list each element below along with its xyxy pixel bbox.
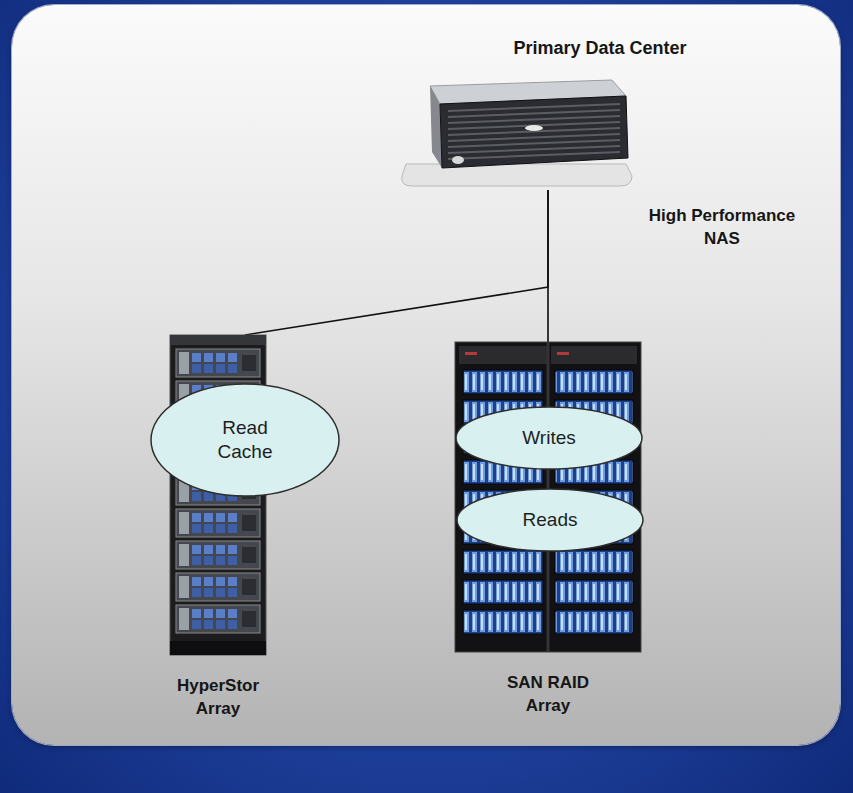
rack-plinth: [170, 641, 266, 655]
ellipse-label: Reads: [523, 508, 578, 532]
nas-side: [430, 86, 442, 168]
connector-layer: [12, 5, 840, 745]
nas-front: [440, 96, 628, 168]
rack-cap: [170, 335, 266, 345]
array-label: SAN RAID Array: [498, 672, 598, 718]
san-status-led: [557, 352, 569, 355]
nas-shelf: [402, 164, 632, 186]
san-top-band: [551, 346, 637, 364]
nas-grille: [448, 104, 620, 159]
nas-badge: [452, 156, 464, 164]
array-label: HyperStor Array: [168, 675, 268, 721]
panel-heading: Primary Data Center: [450, 36, 750, 60]
ellipse-shape: [456, 407, 642, 469]
ellipse-label: Read Cache: [205, 416, 285, 464]
san-raid-array: SAN RAID ArrayWritesReads: [455, 342, 641, 652]
data-center-panel: Primary Data Center High Performance NAS: [12, 5, 840, 745]
san-status-led: [465, 352, 477, 355]
ellipse-shape: [457, 489, 643, 551]
cache-ellipse: Read Cache: [150, 383, 340, 497]
io-ellipse: Writes: [455, 406, 643, 470]
io-ellipse: Reads: [456, 488, 644, 552]
connector-line: [547, 190, 549, 342]
nas-illustration: [400, 78, 632, 190]
connector-line: [245, 190, 548, 335]
nas-device: High Performance NAS: [400, 78, 632, 190]
device-label: High Performance NAS: [642, 205, 802, 251]
ellipse-shape: [151, 384, 339, 496]
ellipse-label: Writes: [522, 426, 575, 450]
nas-logo: [525, 125, 543, 131]
san-top-band: [459, 346, 547, 364]
hyperstor-array: HyperStor ArrayRead Cache: [170, 335, 266, 655]
ellipse-outline: [150, 383, 340, 497]
